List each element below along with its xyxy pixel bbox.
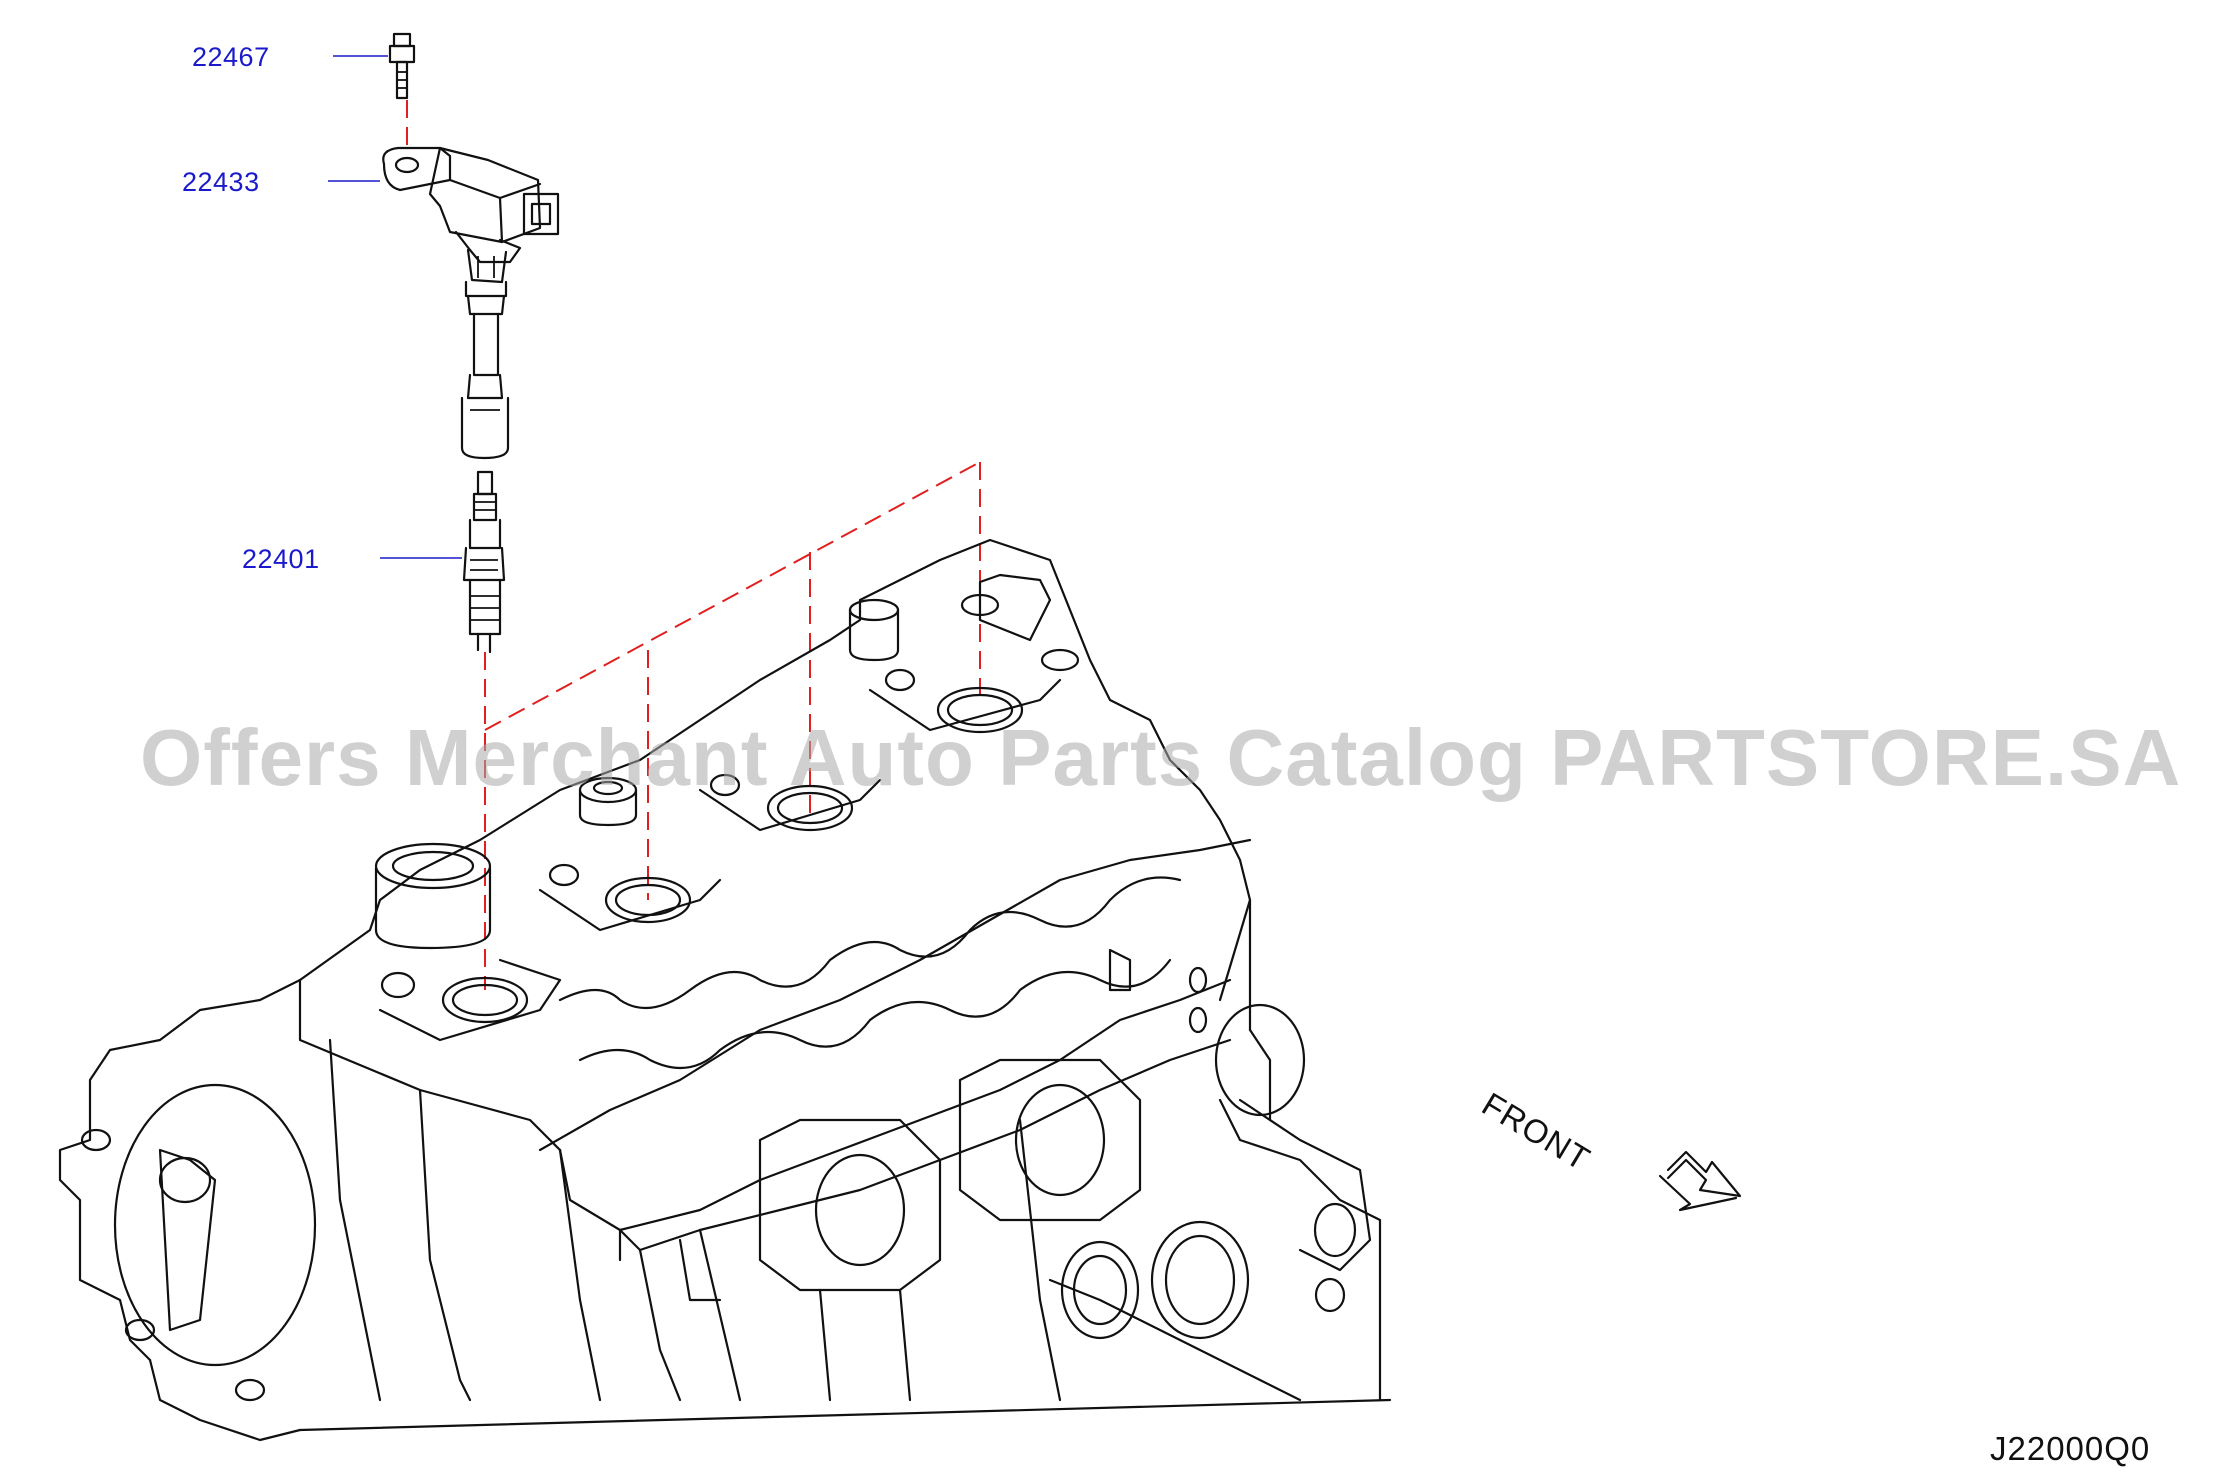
part-number-ignition-coil[interactable]: 22433 — [182, 167, 260, 197]
part-number-bolt[interactable]: 22467 — [192, 42, 270, 72]
ignition-coil-22433 — [382, 146, 560, 460]
watermark-text: Offers Merchant Auto Parts Catalog PARTS… — [140, 713, 2182, 802]
bolt-22467 — [388, 32, 416, 100]
front-arrow-icon — [1658, 1150, 1742, 1212]
engine-cylinder-head — [298, 538, 1252, 1252]
diagram-code: J22000Q0 — [1990, 1430, 2151, 1467]
alignment-dashes — [406, 100, 981, 990]
engine-timing-cover — [58, 978, 472, 1442]
part-number-spark-plug[interactable]: 22401 — [242, 544, 320, 574]
engine-block — [298, 898, 1392, 1432]
callout-leaders — [328, 55, 462, 559]
spark-plug-22401 — [462, 470, 506, 654]
